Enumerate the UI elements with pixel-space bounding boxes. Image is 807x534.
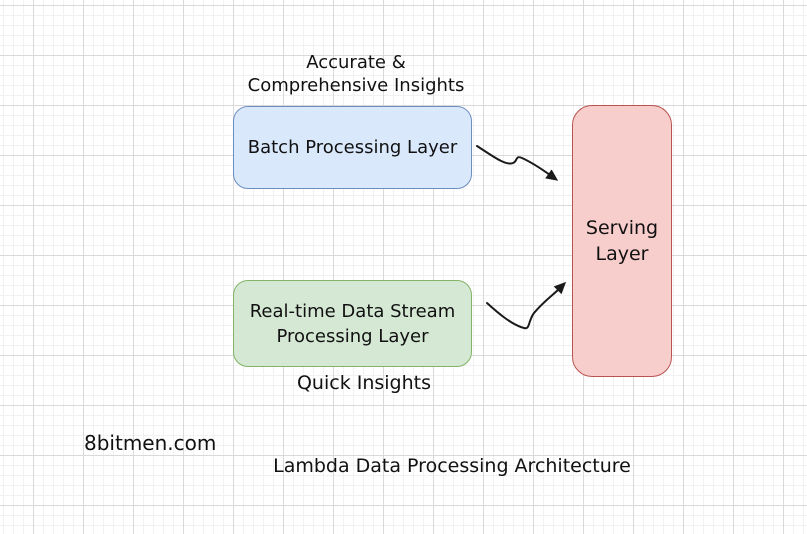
- diagram-title: Lambda Data Processing Architecture: [273, 455, 631, 477]
- stream-annotation: Quick Insights: [296, 372, 432, 394]
- node-realtime-stream-label: Real-time Data Stream Processing Layer: [249, 300, 456, 347]
- batch-annotation: Accurate & Comprehensive Insights: [247, 52, 465, 96]
- node-serving-label: Serving Layer: [585, 217, 659, 265]
- node-batch-processing-layer: Batch Processing Layer: [233, 106, 472, 189]
- edge-batch-to-serving-arrow: [476, 145, 559, 181]
- node-batch-processing-label: Batch Processing Layer: [247, 137, 458, 158]
- node-serving-layer: Serving Layer: [572, 105, 672, 377]
- node-realtime-stream-layer: Real-time Data Stream Processing Layer: [233, 280, 472, 367]
- watermark-text: 8bitmen.com: [84, 431, 217, 455]
- edge-stream-to-serving-arrow: [486, 281, 567, 330]
